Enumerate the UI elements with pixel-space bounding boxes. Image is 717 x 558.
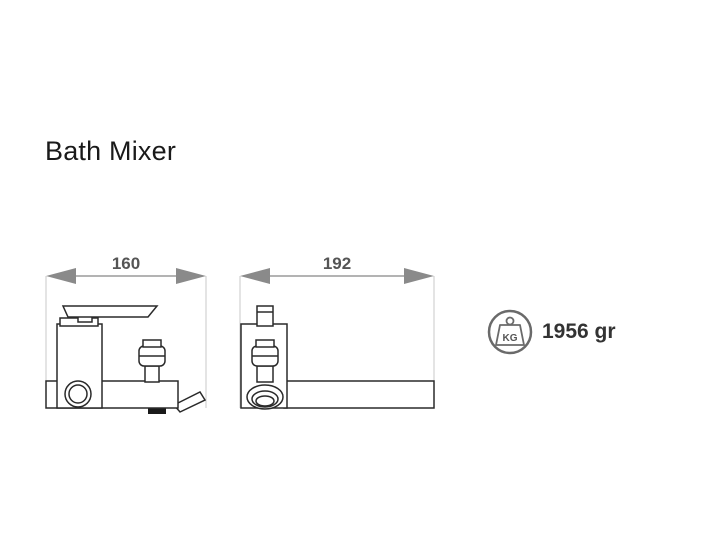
side-diverter-stem: [256, 365, 274, 383]
weight-kg-icon: KG: [487, 309, 533, 355]
front-aerator: [148, 406, 166, 414]
front-diverter-knob: [138, 339, 166, 383]
side-wall-connector-core: [255, 395, 275, 407]
weight-info: KG 1956 gr: [487, 309, 616, 355]
front-view: [45, 305, 207, 414]
front-arrow-right: [176, 268, 206, 284]
front-diverter-top: [142, 339, 162, 348]
front-width-label: 160: [112, 254, 140, 273]
front-diverter-stem: [144, 365, 160, 383]
side-depth-dimension: 192: [239, 254, 435, 408]
side-depth-label: 192: [323, 254, 351, 273]
front-arrow-left: [46, 268, 76, 284]
side-lever-stem: [256, 305, 274, 327]
side-wall-connector-inner: [251, 390, 279, 408]
side-arrow-right: [404, 268, 434, 284]
side-spout: [283, 380, 435, 409]
front-wall-connector-inner: [68, 384, 88, 404]
side-diverter-top: [255, 339, 275, 348]
front-width-dimension: 160: [45, 254, 207, 408]
weight-value: 1956 gr: [542, 320, 616, 343]
front-lever-handle: [61, 305, 159, 318]
side-arrow-left: [240, 268, 270, 284]
side-view: [240, 305, 435, 410]
weight-unit-badge: KG: [503, 333, 518, 344]
front-spout: [172, 391, 207, 413]
product-title: Bath Mixer: [45, 136, 177, 166]
side-diverter-knob: [251, 339, 279, 383]
